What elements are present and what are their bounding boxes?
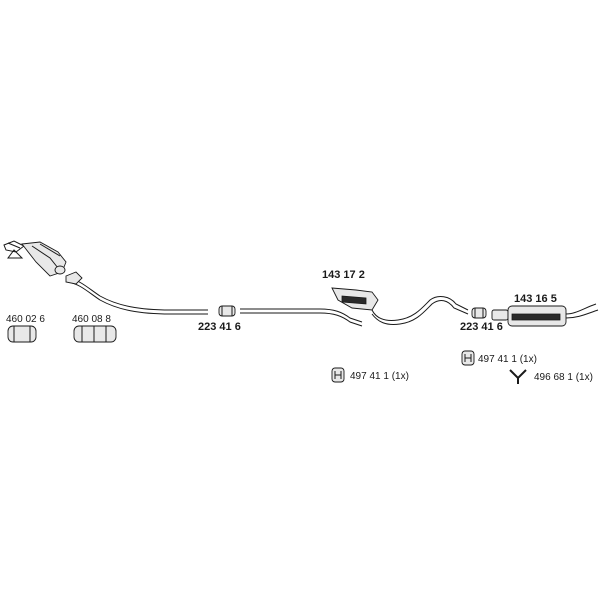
middle-pipe[interactable] (240, 308, 363, 327)
rear-silencer-part[interactable] (491, 303, 599, 327)
part-number-label: 143 16 5 (514, 293, 557, 305)
hardware-label: 496 68 1 (1x) (534, 372, 593, 383)
front-pipe[interactable] (65, 271, 208, 315)
mount-icon-center (331, 367, 345, 383)
part-number-label: 223 41 6 (460, 321, 503, 333)
clamp-rear-part[interactable] (471, 307, 487, 319)
part-number-label: 460 02 6 (6, 314, 45, 325)
center-silencer-part[interactable] (331, 287, 469, 325)
connector-part-1[interactable] (7, 325, 37, 343)
part-number-label: 460 08 8 (72, 314, 111, 325)
mount-icon-rear (461, 350, 475, 366)
catalytic-converter-assembly[interactable] (3, 240, 67, 277)
connector-part-2[interactable] (73, 325, 117, 343)
hardware-label: 497 41 1 (1x) (350, 371, 409, 382)
part-number-label: 223 41 6 (198, 321, 241, 333)
part-number-label: 143 17 2 (322, 269, 365, 281)
clamp-front-part[interactable] (218, 305, 236, 317)
hardware-label: 497 41 1 (1x) (478, 354, 537, 365)
hanger-icon-rear (509, 369, 527, 384)
